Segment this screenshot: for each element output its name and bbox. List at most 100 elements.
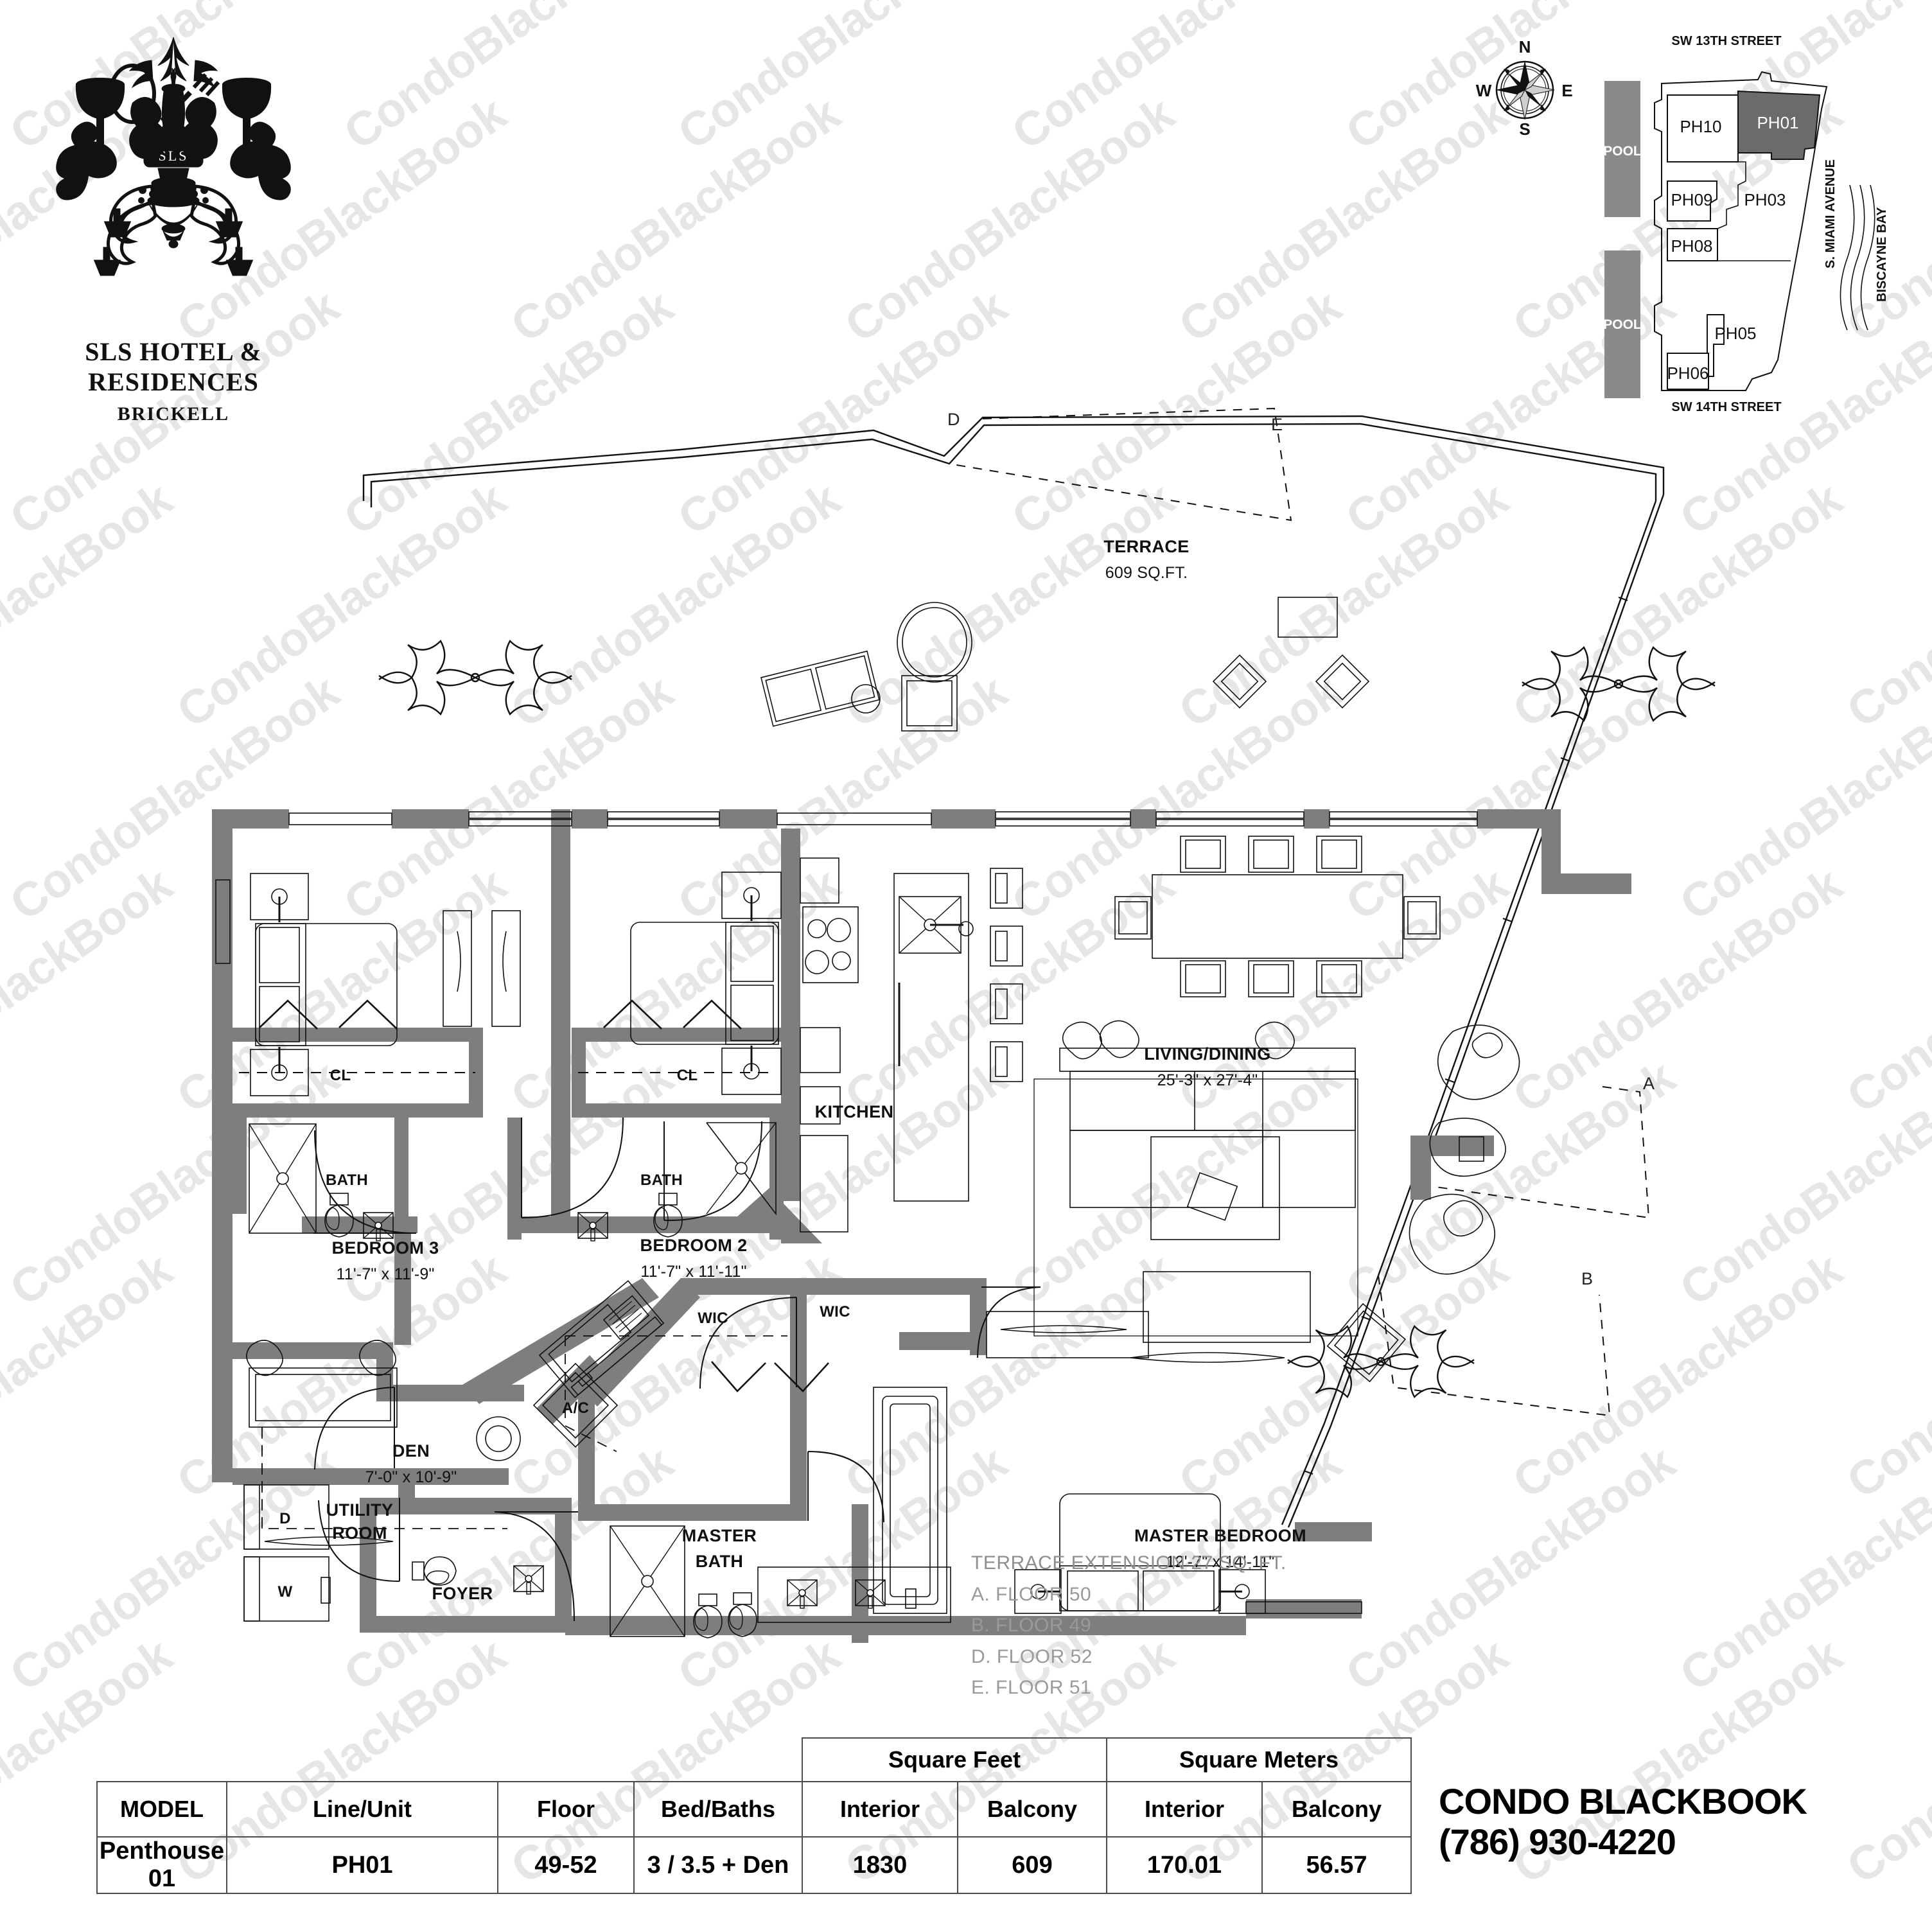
compass-south-label: S: [1519, 119, 1530, 139]
room-label-bath-left: BATH: [326, 1171, 368, 1189]
keyplate-unit-ph08-shape[interactable]: [1667, 228, 1718, 261]
room-dims-den: 7'-0" x 10'-9": [365, 1468, 457, 1486]
room-label-master-bath-1: MASTER: [682, 1526, 757, 1545]
spec-col-sm-interior: Interior: [1106, 1781, 1263, 1838]
room-label-bedroom-3: BEDROOM 3: [331, 1238, 439, 1258]
watermark-text: CondoBlackBook: [668, 0, 1016, 160]
terrace-label: TERRACE: [1103, 537, 1189, 556]
watermark-text: CondoBlackBook: [835, 87, 1183, 353]
keyplate-unit-ph08-label: PH08: [1671, 236, 1712, 256]
room-label-kitchen: KITCHEN: [815, 1102, 894, 1121]
spec-col-sm-balcony: Balcony: [1261, 1781, 1412, 1838]
room-label-master-bedroom: MASTER BEDROOM: [1134, 1526, 1306, 1545]
room-label-den: DEN: [392, 1441, 430, 1461]
closet-label-right: CL: [677, 1067, 698, 1084]
room-label-living-dining: LIVING/DINING: [1144, 1044, 1270, 1064]
spec-col-line: Line/Unit: [226, 1781, 498, 1838]
furniture: [239, 836, 1520, 1638]
street-south-label: SW 14TH STREET: [1671, 400, 1781, 414]
spec-value-line: PH01: [226, 1836, 498, 1894]
keyplate-unit-ph05-label: PH05: [1714, 324, 1756, 343]
terrace-furniture: [760, 597, 1370, 732]
washer-label: W: [278, 1583, 293, 1601]
street-north-label: SW 13TH STREET: [1671, 34, 1781, 48]
room-dims-bedroom-2: 11'-7" x 11'-11": [640, 1263, 746, 1281]
keyplate-unit-ph09-label: PH09: [1671, 190, 1712, 209]
pool-north-label: POOL: [1603, 144, 1642, 159]
pool-south-shape: [1604, 250, 1640, 398]
keyplate-unit-ph03-label: PH03: [1744, 190, 1786, 209]
spec-col-sf-interior: Interior: [802, 1781, 958, 1838]
agency-brand-block: CONDO BLACKBOOK (786) 930-4220: [1439, 1782, 1807, 1863]
balcony-marker-d: D: [947, 410, 960, 429]
room-label-master-bath-2: BATH: [696, 1552, 744, 1571]
keyplate-unit-ph06-label: PH06: [1667, 364, 1708, 383]
watermark-text: CondoBlackBook: [1002, 0, 1350, 160]
room-label-bath-right: BATH: [640, 1171, 683, 1189]
terrace-extension-outlines: [948, 407, 1650, 1417]
planter-right-icon: [1521, 646, 1716, 722]
spec-header-row: MODEL Line/Unit Floor Bed/Baths Interior…: [96, 1781, 1412, 1838]
agency-phone[interactable]: (786) 930-4220: [1439, 1821, 1676, 1863]
ac-closet-label: A/C: [562, 1399, 589, 1417]
keyplate-unit-ph10-label: PH10: [1680, 117, 1721, 136]
room-dims-master-bedroom: 12'-7" x 14'-11": [1166, 1553, 1274, 1571]
terrace-extension-item-d: D. FLOOR 52: [971, 1645, 1093, 1667]
spec-value-model: Penthouse 01: [96, 1836, 227, 1894]
spec-col-sf-balcony: Balcony: [957, 1781, 1107, 1838]
terrace-extension-item-e: E. FLOOR 51: [971, 1677, 1092, 1699]
door-swings: [313, 1117, 1041, 1622]
keyplate-unit-ph09-shape[interactable]: [1667, 180, 1717, 222]
spec-group-square-meters: Square Meters: [1106, 1737, 1412, 1782]
spec-group-header-row: Square Feet Square Meters: [97, 1737, 1412, 1782]
watermark-text: CondoBlackBook: [1169, 87, 1517, 353]
compass-rose-icon: [1495, 60, 1555, 120]
compass-north-label: N: [1519, 37, 1531, 57]
dryer-label: D: [279, 1510, 291, 1527]
wic-label-right: WIC: [820, 1303, 850, 1320]
terrace-area: 609 SQ.FT.: [1105, 564, 1188, 582]
compass-west-label: W: [1476, 81, 1492, 100]
bay-label: BISCAYNE BAY: [1875, 207, 1889, 302]
balcony-marker-b: B: [1581, 1269, 1593, 1288]
water-waves-icon: [1840, 184, 1875, 331]
terrace-extension-item-b: B. FLOOR 49: [971, 1615, 1092, 1636]
closet-label-left: CL: [330, 1067, 351, 1084]
room-label-bedroom-2: BEDROOM 2: [640, 1236, 747, 1255]
room-dims-living-dining: 25'-3" x 27'-4": [1157, 1071, 1258, 1089]
spec-value-sf-balcony: 609: [957, 1836, 1107, 1894]
terrace-extension-title: TERRACE EXTENSION 27 SQ. FT.: [971, 1552, 1287, 1574]
agency-name: CONDO BLACKBOOK: [1439, 1782, 1807, 1821]
railing-ticks: [1303, 597, 1628, 1475]
planter-bottom-icon: [1287, 1325, 1475, 1398]
watermark-text: CondoBlackBook: [334, 0, 682, 160]
room-label-utility-1: UTILITY: [326, 1500, 394, 1520]
chandelier-crest-icon: SLS: [56, 37, 291, 276]
avenue-label: S. MIAMI AVENUE: [1823, 159, 1838, 268]
window-panels: [215, 811, 1478, 1614]
site-key-plate: N S W E POOL POOL SW 13TH STREET SW 14TH…: [1476, 34, 1889, 414]
spec-value-floor: 49-52: [497, 1836, 635, 1894]
unit-spec-table: Square Feet Square Meters MODEL Line/Uni…: [96, 1737, 1412, 1894]
spec-value-sf-interior: 1830: [802, 1836, 958, 1894]
terrace-extension-item-a: A. FLOOR 50: [971, 1583, 1092, 1605]
brand-logo-block: SLS: [26, 26, 321, 425]
pool-north-shape: [1604, 81, 1640, 217]
agency-name-blackbook: BLACKBOOK: [1579, 1781, 1807, 1821]
spec-value-sm-interior: 170.01: [1106, 1836, 1263, 1894]
floor-plan: TERRACE 609 SQ.FT. A B D E: [212, 407, 1716, 1643]
watermark-text: CondoBlackBook: [501, 87, 849, 353]
spec-col-model: MODEL: [96, 1781, 227, 1838]
spec-group-square-feet: Square Feet: [802, 1737, 1107, 1782]
spec-col-floor: Floor: [497, 1781, 635, 1838]
keyplate-unit-ph01-shape[interactable]: [1737, 90, 1821, 160]
logo-brand-sub: BRICKELL: [117, 403, 230, 425]
keyplate-unit-ph06-shape[interactable]: [1667, 353, 1709, 390]
spec-value-bed: 3 / 3.5 + Den: [633, 1836, 803, 1894]
keyplate-unit-ph10-shape[interactable]: [1667, 94, 1739, 162]
room-label-foyer: FOYER: [432, 1584, 493, 1603]
spec-value-sm-balcony: 56.57: [1261, 1836, 1412, 1894]
spec-col-bed: Bed/Baths: [633, 1781, 803, 1838]
balcony-marker-a: A: [1643, 1074, 1655, 1093]
table-row: Penthouse 01 PH01 49-52 3 / 3.5 + Den 18…: [96, 1836, 1412, 1894]
